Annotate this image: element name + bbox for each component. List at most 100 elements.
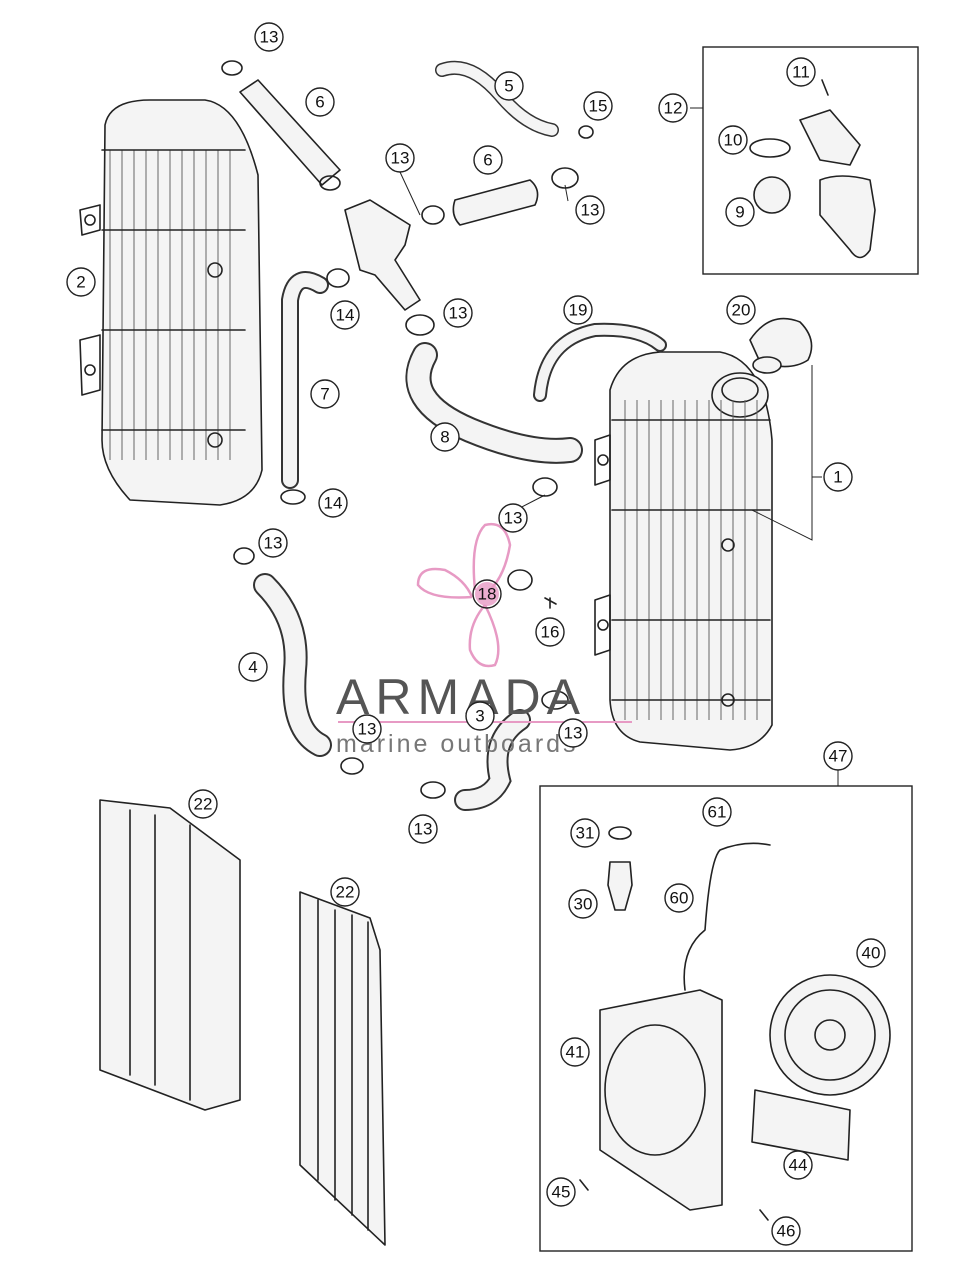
callout-22[interactable]: 22 [330, 877, 360, 907]
radiator-cap [749, 317, 813, 374]
svg-text:46: 46 [777, 1222, 796, 1241]
hose-19 [533, 322, 667, 402]
callout-20[interactable]: 20 [726, 295, 756, 325]
callout-30[interactable]: 30 [568, 889, 598, 919]
callout-8[interactable]: 8 [430, 422, 460, 452]
left-radiator [79, 99, 263, 506]
callout-14[interactable]: 14 [330, 300, 360, 330]
svg-text:13: 13 [564, 724, 583, 743]
svg-text:13: 13 [581, 201, 600, 220]
hose-6-upper [239, 79, 341, 186]
svg-text:13: 13 [358, 720, 377, 739]
callout-13[interactable]: 13 [443, 298, 473, 328]
hose-3 [454, 709, 531, 811]
hose-5 [435, 60, 559, 137]
callout-13[interactable]: 13 [258, 528, 288, 558]
callout-3[interactable]: 3 [465, 701, 495, 731]
svg-text:3: 3 [475, 707, 484, 726]
callout-44[interactable]: 44 [783, 1150, 813, 1180]
right-radiator [594, 351, 773, 751]
svg-text:61: 61 [708, 803, 727, 822]
svg-text:60: 60 [670, 889, 689, 908]
callout-5[interactable]: 5 [494, 71, 524, 101]
svg-text:19: 19 [569, 301, 588, 320]
svg-text:14: 14 [336, 306, 355, 325]
callout-11[interactable]: 11 [786, 57, 816, 87]
svg-text:9: 9 [735, 203, 744, 222]
callout-60[interactable]: 60 [664, 883, 694, 913]
svg-text:13: 13 [391, 149, 410, 168]
svg-text:8: 8 [440, 428, 449, 447]
svg-text:14: 14 [324, 494, 343, 513]
hose-7 [281, 271, 329, 489]
svg-text:16: 16 [541, 623, 560, 642]
svg-text:22: 22 [336, 883, 355, 902]
callout-1[interactable]: 1 [823, 462, 853, 492]
svg-text:15: 15 [589, 97, 608, 116]
callout-61[interactable]: 61 [702, 797, 732, 827]
callout-13[interactable]: 13 [575, 195, 605, 225]
callout-7[interactable]: 7 [310, 379, 340, 409]
callout-13[interactable]: 13 [408, 814, 438, 844]
svg-text:6: 6 [315, 93, 324, 112]
svg-text:47: 47 [829, 747, 848, 766]
callout-12[interactable]: 12 [658, 93, 688, 123]
hose-clamps [221, 60, 594, 799]
callout-13[interactable]: 13 [254, 22, 284, 52]
fan-kit-box [539, 770, 913, 1252]
svg-text:5: 5 [504, 77, 513, 96]
hose-4 [253, 573, 332, 757]
radiator-shroud-right [299, 891, 386, 1246]
callout-40[interactable]: 40 [856, 938, 886, 968]
callout-13[interactable]: 13 [385, 143, 415, 173]
svg-text:44: 44 [789, 1156, 808, 1175]
watermark-logo: ARMADA marine outboards [336, 522, 632, 758]
callout-41[interactable]: 41 [560, 1037, 590, 1067]
callout-15[interactable]: 15 [583, 91, 613, 121]
svg-text:41: 41 [566, 1043, 585, 1062]
svg-text:13: 13 [449, 304, 468, 323]
callout-22[interactable]: 22 [188, 789, 218, 819]
svg-text:31: 31 [576, 824, 595, 843]
watermark-hub [475, 582, 499, 606]
callout-4[interactable]: 4 [238, 652, 268, 682]
callout-13[interactable]: 13 [558, 718, 588, 748]
svg-text:18: 18 [478, 585, 497, 604]
svg-text:45: 45 [552, 1183, 571, 1202]
callout-2[interactable]: 2 [66, 267, 96, 297]
callout-6[interactable]: 6 [305, 87, 335, 117]
callout-13[interactable]: 13 [498, 503, 528, 533]
callout-18[interactable]: 18 [472, 579, 502, 609]
callout-31[interactable]: 31 [570, 818, 600, 848]
y-piece [344, 199, 421, 311]
callout-47[interactable]: 47 [823, 741, 853, 771]
callout-46[interactable]: 46 [771, 1216, 801, 1246]
callout-6[interactable]: 6 [473, 145, 503, 175]
callout-10[interactable]: 10 [718, 125, 748, 155]
callout-16[interactable]: 16 [535, 617, 565, 647]
svg-text:22: 22 [194, 795, 213, 814]
callout-9[interactable]: 9 [725, 197, 755, 227]
svg-text:6: 6 [483, 151, 492, 170]
callout-13[interactable]: 13 [352, 714, 382, 744]
thermostat-kit-box [690, 46, 919, 275]
svg-text:7: 7 [320, 385, 329, 404]
svg-text:20: 20 [732, 301, 751, 320]
svg-text:4: 4 [248, 658, 257, 677]
svg-text:13: 13 [414, 820, 433, 839]
hose-8 [405, 342, 583, 464]
svg-text:13: 13 [504, 509, 523, 528]
svg-text:11: 11 [792, 63, 810, 82]
callout-14[interactable]: 14 [318, 488, 348, 518]
svg-text:30: 30 [574, 895, 593, 914]
callout-45[interactable]: 45 [546, 1177, 576, 1207]
callouts: 13 6 5 15 12 11 10 9 2 13 6 13 14 13 19 … [66, 22, 886, 1246]
svg-text:2: 2 [76, 273, 85, 292]
svg-text:10: 10 [724, 131, 743, 150]
svg-text:1: 1 [833, 468, 842, 487]
watermark-title: ARMADA [336, 669, 586, 725]
callout-19[interactable]: 19 [563, 295, 593, 325]
propeller-logo-icon [416, 522, 512, 668]
svg-text:40: 40 [862, 944, 881, 963]
